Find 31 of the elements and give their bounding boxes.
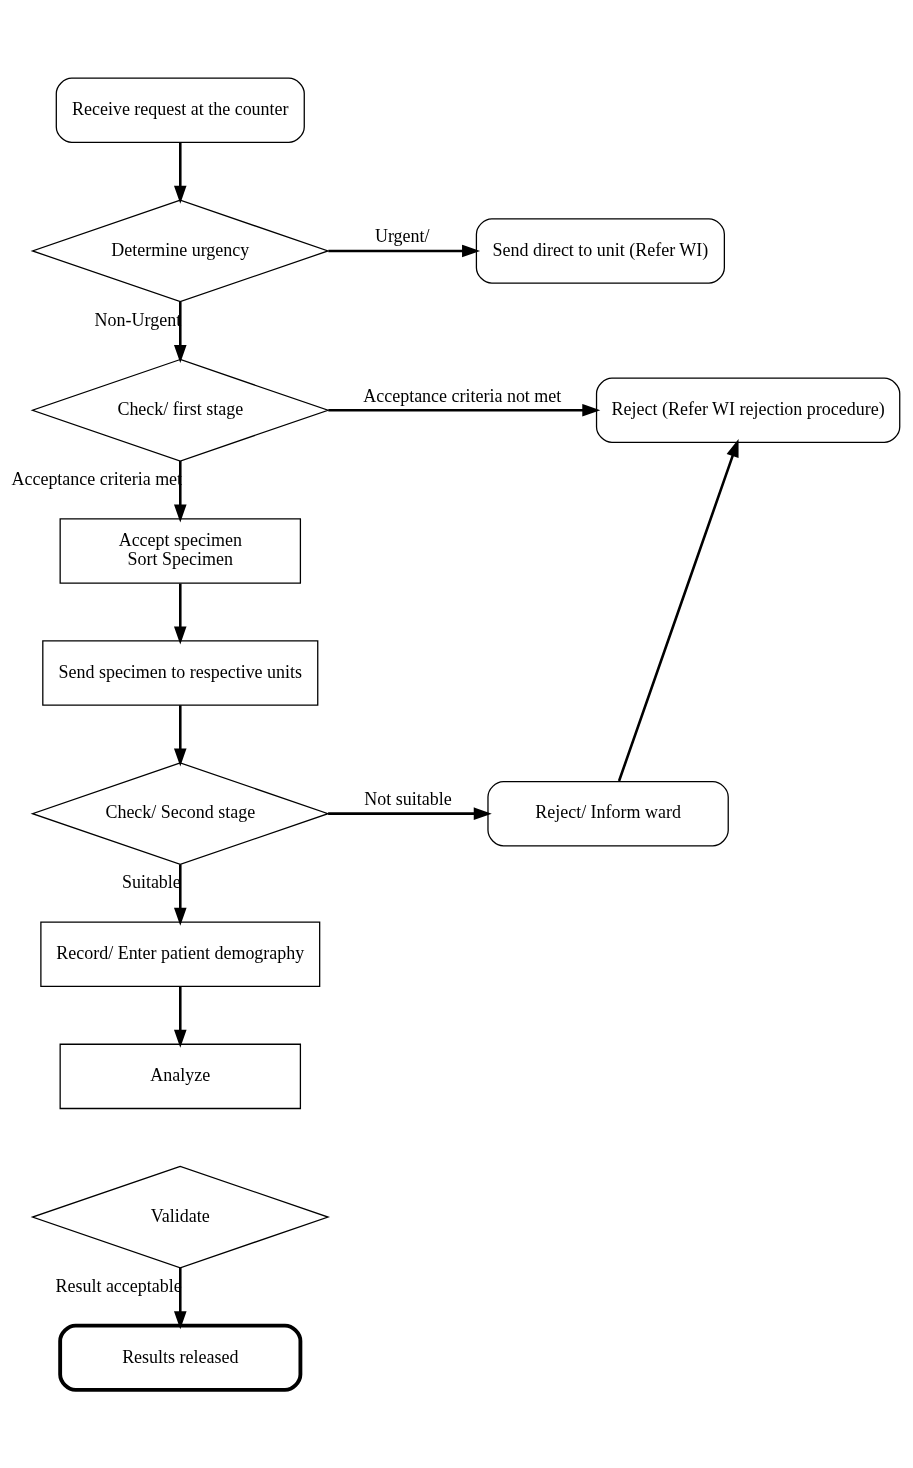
node-box: Reject/ Inform ward <box>487 780 729 847</box>
arrow <box>328 244 481 258</box>
node-box: Accept specimen Sort Specimen <box>59 518 302 584</box>
node-box: Results released <box>58 1323 303 1392</box>
arrow <box>617 438 739 782</box>
node-box: Send specimen to respective units <box>42 640 319 706</box>
arrow <box>173 705 187 767</box>
node-diamond: Check/ first stage <box>30 358 330 462</box>
arrow <box>173 987 187 1048</box>
edge-label: Result acceptable <box>55 1275 182 1296</box>
arrow <box>328 403 601 417</box>
arrow <box>173 583 187 645</box>
arrow <box>173 301 187 364</box>
node-box: Send direct to unit (Refer WI) <box>475 218 725 284</box>
node-box: Record/ Enter patient demography <box>40 921 321 988</box>
node-diamond: Determine urgency <box>30 199 330 303</box>
arrow <box>173 461 187 523</box>
arrow <box>173 1267 187 1330</box>
node-box: Receive request at the counter <box>55 77 305 143</box>
edge-label: Acceptance criteria not met <box>363 385 562 406</box>
arrow <box>173 142 187 204</box>
edge-label: Not suitable <box>364 788 452 809</box>
node-box: Analyze <box>59 1043 302 1110</box>
node-diamond: Check/ Second stage <box>30 762 330 866</box>
edge-label: Suitable <box>121 872 181 893</box>
node-diamond: Validate <box>30 1165 330 1269</box>
node-box: Reject (Refer WI rejection procedure) <box>595 377 901 443</box>
arrow <box>328 807 492 820</box>
edge-label: Non-Urgent <box>94 309 182 330</box>
edge-label: Urgent/ <box>374 226 430 247</box>
arrow <box>173 864 187 926</box>
